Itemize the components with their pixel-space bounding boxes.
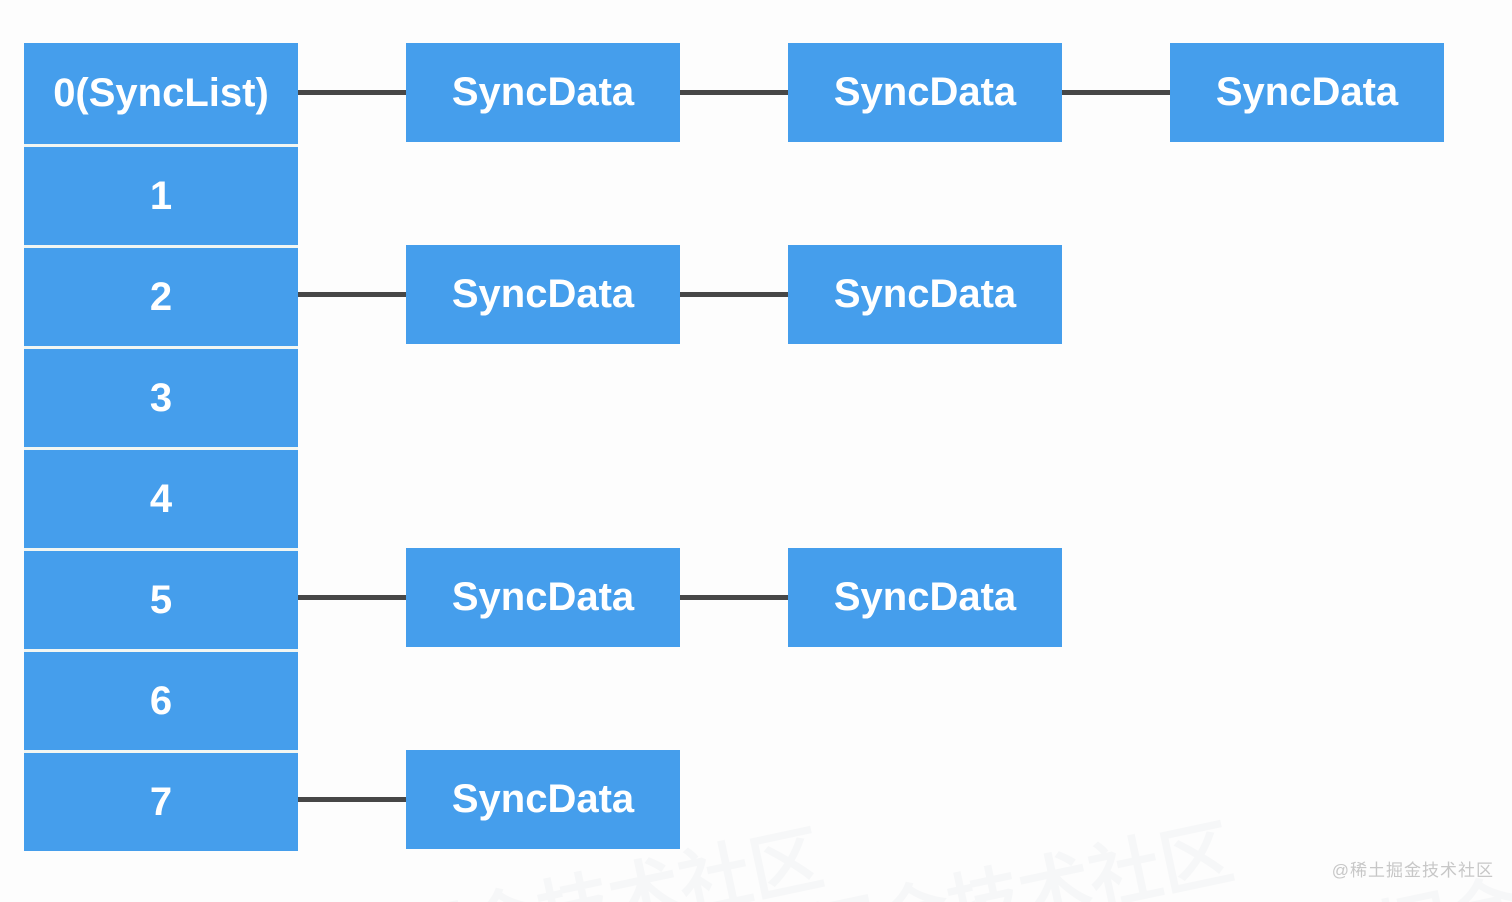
watermark: @稀土掘金技术社区: [1331, 861, 1494, 880]
bucket-cell-7: 7: [24, 750, 298, 851]
connector-line: [680, 292, 788, 297]
syncdata-node: SyncData: [788, 245, 1062, 344]
bucket-cell-0: 0(SyncList): [24, 43, 298, 144]
syncdata-node: SyncData: [788, 548, 1062, 647]
bucket-array: 0(SyncList) 1 2 3 4 5 6 7: [24, 43, 298, 851]
syncdata-node: SyncData: [406, 43, 680, 142]
bucket-cell-2: 2: [24, 245, 298, 346]
connector-line: [1062, 90, 1170, 95]
connector-line: [298, 595, 406, 600]
chain-row-2: SyncData SyncData: [298, 245, 1062, 344]
connector-line: [680, 90, 788, 95]
bucket-cell-3: 3: [24, 346, 298, 447]
syncdata-node: SyncData: [788, 43, 1062, 142]
bucket-cell-6: 6: [24, 649, 298, 750]
connector-line: [298, 90, 406, 95]
chain-row-7: SyncData: [298, 750, 680, 849]
bucket-cell-5: 5: [24, 548, 298, 649]
chain-row-5: SyncData SyncData: [298, 548, 1062, 647]
bucket-cell-1: 1: [24, 144, 298, 245]
connector-line: [298, 797, 406, 802]
chain-row-0: SyncData SyncData SyncData: [298, 43, 1444, 142]
connector-line: [298, 292, 406, 297]
connector-line: [680, 595, 788, 600]
syncdata-node: SyncData: [406, 245, 680, 344]
watermark-pattern-fragment: 稀土掘金技术社区: [1225, 789, 1512, 902]
syncdata-node: SyncData: [406, 548, 680, 647]
syncdata-node: SyncData: [406, 750, 680, 849]
syncdata-node: SyncData: [1170, 43, 1444, 142]
bucket-cell-4: 4: [24, 447, 298, 548]
watermark-pattern-fragment: 稀土掘金技术社区: [655, 793, 1240, 902]
